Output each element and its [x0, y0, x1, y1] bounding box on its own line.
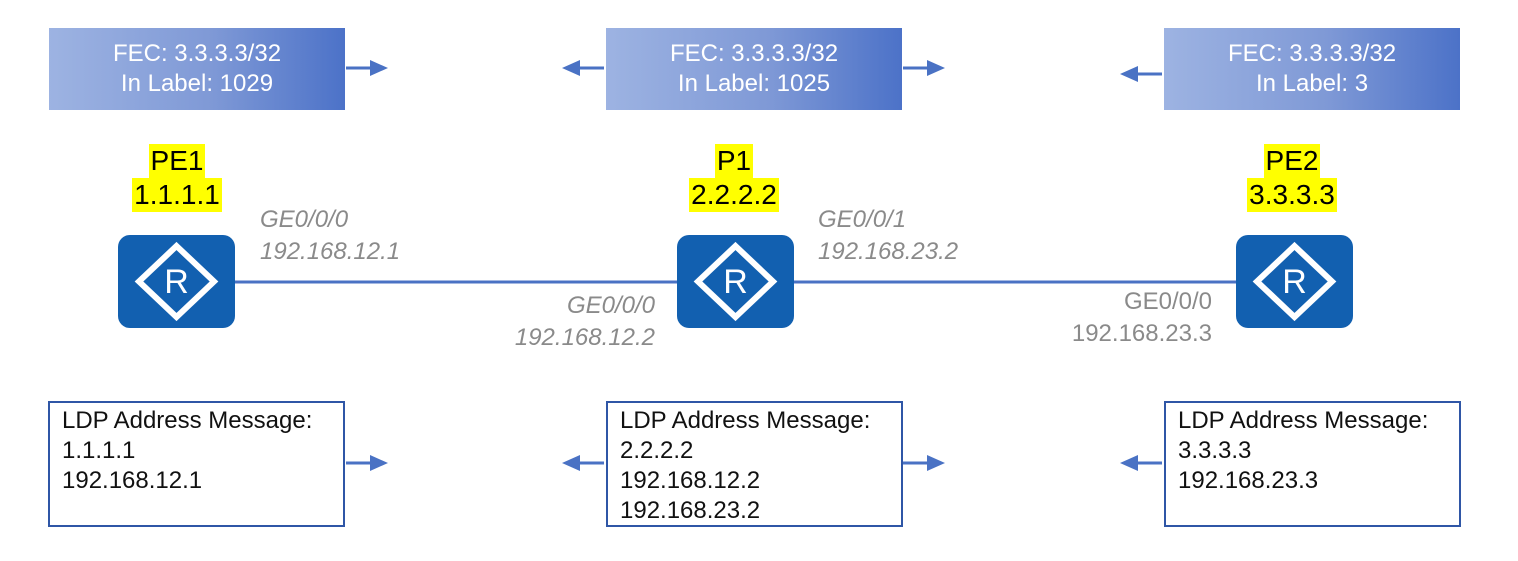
ldp-title: LDP Address Message: [1178, 407, 1429, 434]
in-label-text: In Label: 3 [1255, 70, 1369, 97]
ldp-box-pe1: LDP Address Message: 1.1.1.1 192.168.12.… [48, 401, 345, 527]
fec-text: FEC: 3.3.3.3/32 [112, 40, 282, 67]
router-p1[interactable]: R [677, 235, 794, 328]
node-address: 3.3.3.3 [1247, 178, 1337, 212]
arrow-icon [346, 455, 388, 471]
ldp-box-p1: LDP Address Message: 2.2.2.2 192.168.12.… [606, 401, 903, 527]
arrow-icon [903, 60, 945, 76]
interface-port: GE0/0/1 [818, 206, 907, 233]
node-label-pe1: PE1 1.1.1.1 [127, 144, 227, 212]
ldp-box-pe2: LDP Address Message: 3.3.3.3 192.168.23.… [1164, 401, 1461, 527]
ldp-title: LDP Address Message: [62, 407, 313, 434]
arrow-icon [1120, 455, 1162, 471]
router-icon: R [134, 241, 219, 322]
fec-box-p1: FEC: 3.3.3.3/32 In Label: 1025 [606, 28, 902, 110]
svg-text:R: R [1282, 263, 1307, 301]
ldp-title: LDP Address Message: [620, 407, 871, 434]
interface-ip: 192.168.23.3 [1071, 320, 1212, 347]
node-label-pe2: PE2 3.3.3.3 [1242, 144, 1342, 212]
interface-label-pe2-ge0: GE0/0/0 192.168.23.3 [1058, 286, 1212, 350]
interface-label-pe1-ge0: GE0/0/0 192.168.12.1 [260, 204, 400, 268]
arrow-icon [346, 60, 388, 76]
node-address: 1.1.1.1 [132, 178, 222, 212]
interface-port: GE0/0/0 [260, 206, 349, 233]
interface-label-p1-ge1: GE0/0/1 192.168.23.2 [818, 204, 958, 268]
ldp-line: 192.168.12.1 [62, 467, 203, 494]
ldp-line: 192.168.23.2 [620, 497, 761, 524]
interface-port: GE0/0/0 [1123, 288, 1212, 315]
fec-text: FEC: 3.3.3.3/32 [669, 40, 839, 67]
node-name: PE2 [1263, 144, 1321, 178]
interface-ip: 192.168.12.1 [260, 238, 401, 265]
router-pe2[interactable]: R [1236, 235, 1353, 328]
fec-box-pe1: FEC: 3.3.3.3/32 In Label: 1029 [49, 28, 345, 110]
ldp-line: 1.1.1.1 [62, 437, 136, 464]
svg-text:R: R [164, 263, 189, 301]
node-address: 2.2.2.2 [689, 178, 779, 212]
interface-label-p1-ge0: GE0/0/0 192.168.12.2 [500, 290, 655, 354]
ldp-line: 3.3.3.3 [1178, 437, 1252, 464]
svg-text:R: R [723, 263, 748, 301]
ldp-line: 2.2.2.2 [620, 437, 694, 464]
fec-text: FEC: 3.3.3.3/32 [1227, 40, 1397, 67]
ldp-line: 192.168.12.2 [620, 467, 761, 494]
node-label-p1: P1 2.2.2.2 [684, 144, 784, 212]
interface-ip: 192.168.12.2 [514, 324, 655, 351]
router-pe1[interactable]: R [118, 235, 235, 328]
ldp-line: 192.168.23.3 [1178, 467, 1319, 494]
arrow-icon [903, 455, 945, 471]
interface-ip: 192.168.23.2 [818, 238, 959, 265]
interface-port: GE0/0/0 [566, 292, 655, 319]
arrow-icon [1120, 66, 1162, 82]
node-name: PE1 [148, 144, 206, 178]
node-name: P1 [714, 144, 754, 178]
router-icon: R [1252, 241, 1337, 322]
router-icon: R [693, 241, 778, 322]
in-label-text: In Label: 1029 [120, 70, 274, 97]
fec-box-pe2: FEC: 3.3.3.3/32 In Label: 3 [1164, 28, 1460, 110]
arrow-icon [562, 60, 604, 76]
arrow-icon [562, 455, 604, 471]
in-label-text: In Label: 1025 [677, 70, 831, 97]
